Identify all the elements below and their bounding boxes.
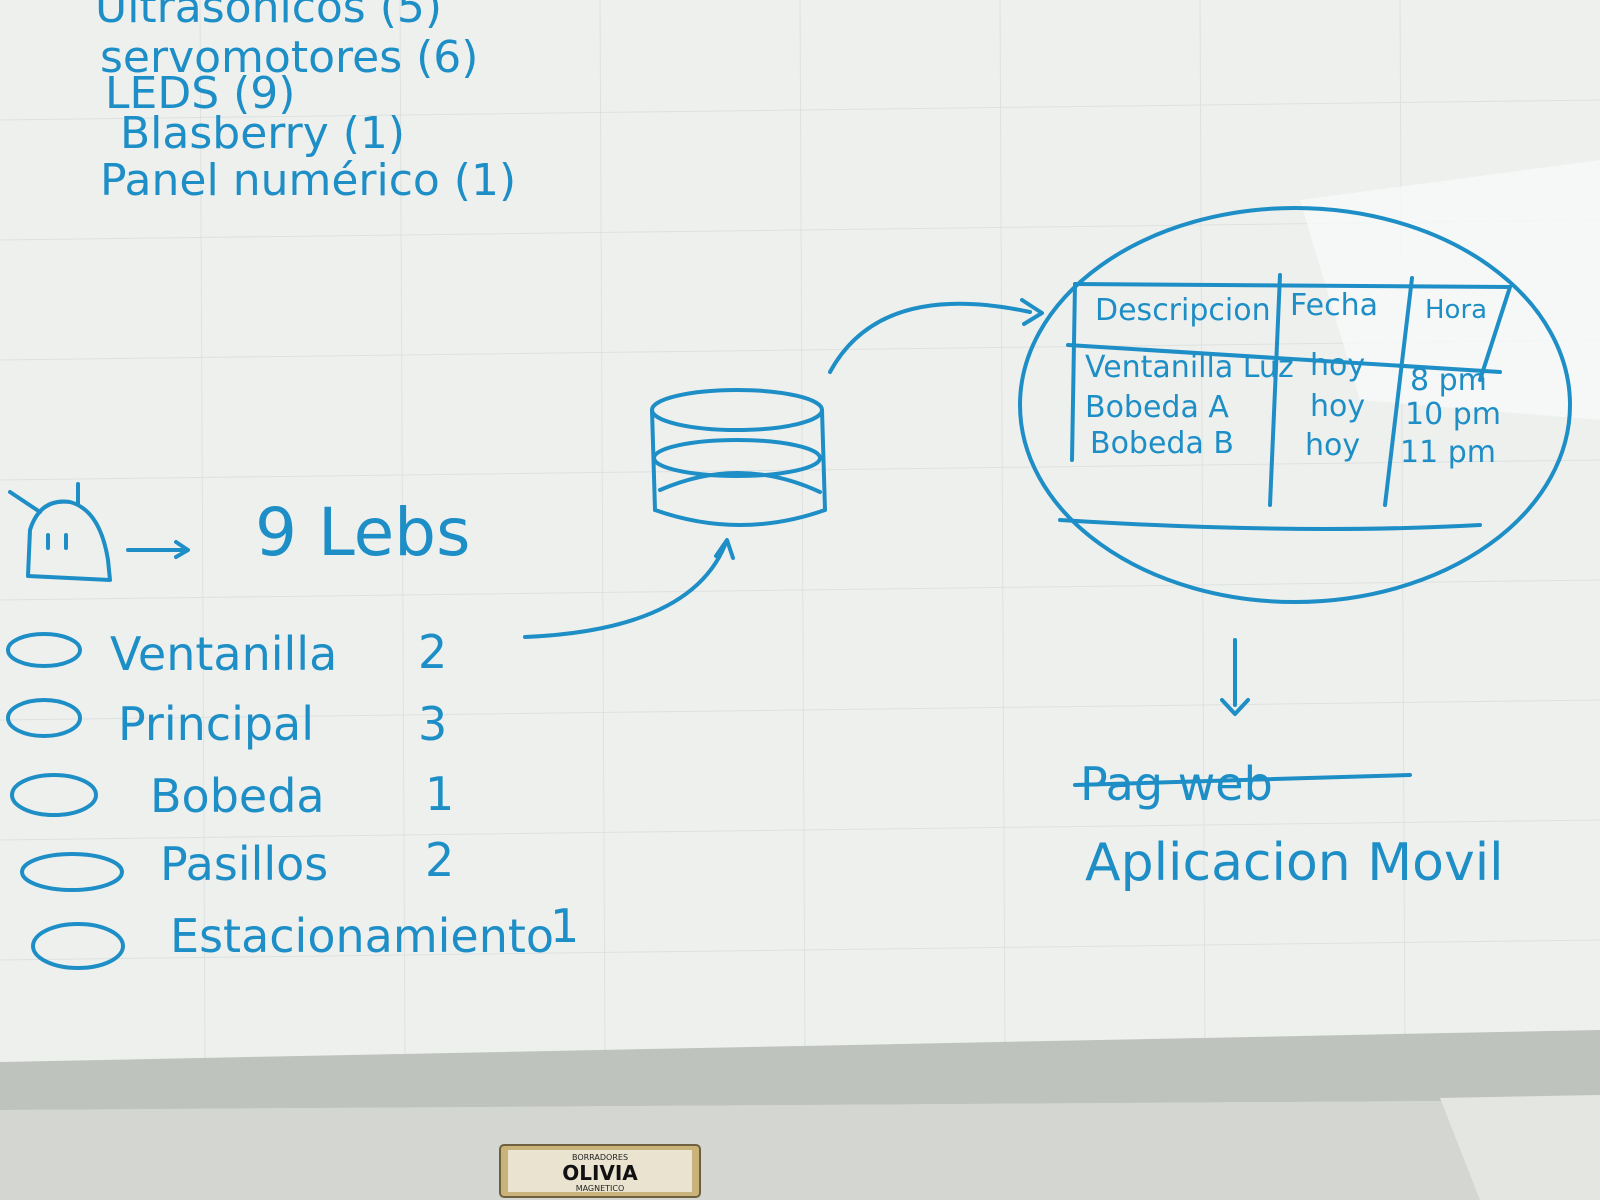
table-cell: Ventanilla Luz [1085, 350, 1294, 385]
room-count: 2 [418, 625, 447, 679]
table-header-cell: Hora [1425, 295, 1487, 325]
marker-tray [0, 1100, 1600, 1200]
component-item: Ultrasónicos (5) [95, 0, 442, 33]
database-icon [650, 388, 827, 527]
room-count: 2 [425, 833, 454, 887]
arrow-to-database [523, 543, 727, 639]
bullet-circle [6, 632, 82, 668]
strike-through [1073, 773, 1412, 787]
tray-end [1440, 1095, 1600, 1200]
board-frame [0, 1030, 1600, 1110]
table-cell: 11 pm [1400, 435, 1496, 470]
component-item: servomotores (6) [100, 32, 478, 83]
robot-icon [8, 482, 190, 582]
light-reflection [1300, 160, 1600, 420]
room-name: Ventanilla [110, 627, 337, 681]
bullet-circle [31, 922, 125, 970]
bullet-circle [6, 698, 82, 738]
room-name: Estacionamiento [170, 909, 554, 963]
eraser-brand-text: OLIVIA [562, 1161, 638, 1185]
table-header-cell: Fecha [1290, 288, 1378, 323]
table-cell: hoy [1310, 348, 1365, 383]
whiteboard-surface [0, 0, 1600, 1080]
table-cell: Bobeda B [1090, 426, 1234, 461]
table-text: Descripcion Fecha Hora Ventanilla Luz ho… [1085, 288, 1501, 470]
table-cell: 10 pm [1405, 397, 1501, 432]
component-list: Ultrasónicos (5) servomotores (6) LEDS (… [95, 0, 516, 206]
eraser: BORRADORES OLIVIA MAGNETICO [499, 1144, 701, 1198]
room-name: Bobeda [150, 769, 325, 823]
output-label: Aplicacion Movil [1085, 833, 1504, 893]
room-count: 3 [418, 697, 447, 751]
data-table [1018, 206, 1572, 604]
component-item: Panel numérico (1) [100, 155, 516, 206]
table-top-border [1073, 282, 1512, 382]
eraser-bottom-text: MAGNETICO [576, 1184, 625, 1193]
bullet-circle [10, 773, 98, 817]
arrow-to-table [828, 301, 1032, 374]
arrowhead [1020, 298, 1044, 326]
table-cell: 8 pm [1410, 363, 1487, 398]
table-bottom-border [1058, 518, 1482, 531]
arrowhead [714, 538, 735, 560]
arrowhead [1220, 698, 1250, 716]
table-column-divider [1383, 276, 1414, 507]
table-outline-oval [1018, 206, 1572, 604]
eraser-top-text: BORRADORES [572, 1153, 628, 1162]
table-cell: Bobeda A [1085, 390, 1229, 425]
table-cell: hoy [1305, 428, 1360, 463]
room-list: Ventanilla 2 Principal 3 Bobeda 1 Pasill… [110, 625, 579, 963]
room-count: 1 [550, 899, 579, 953]
robot-label: 9 Lebs [255, 494, 470, 571]
table-cell: hoy [1310, 389, 1365, 424]
table-header-divider [1066, 343, 1502, 374]
component-item: LEDS (9) [105, 68, 295, 119]
room-name: Principal [118, 697, 314, 751]
table-header-cell: Descripcion [1095, 293, 1271, 328]
bullet-circle [20, 852, 124, 892]
component-item: Blasberry (1) [120, 108, 405, 159]
room-name: Pasillos [160, 837, 328, 891]
room-count: 1 [425, 767, 454, 821]
table-column-divider [1268, 273, 1282, 507]
table-left-border [1070, 282, 1077, 462]
room-bullets [6, 632, 125, 970]
